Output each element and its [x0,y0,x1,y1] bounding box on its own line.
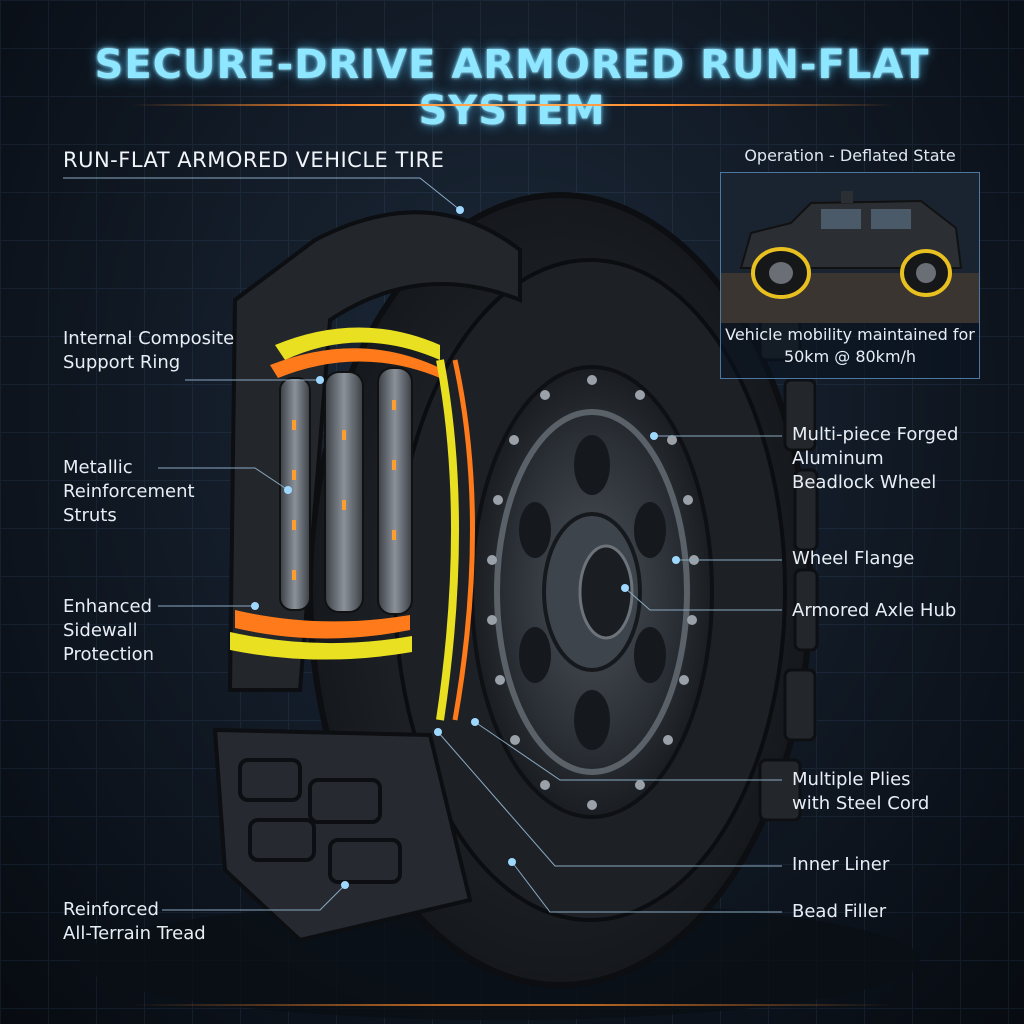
leader-lines [63,177,782,913]
deflated-state-panel [720,172,980,379]
tire-subtitle: RUN-FLAT ARMORED VEHICLE TIRE [63,148,445,172]
label-bead: Bead Filler [792,901,887,922]
label-wheel: Multi-piece Forged Aluminum Beadlock Whe… [792,424,959,493]
label-plies: Multiple Plies with Steel Cord [792,769,930,814]
label-flange: Wheel Flange [792,548,915,569]
support-ring-orange-top [270,348,440,378]
label-tread: Reinforced All-Terrain Tread [63,899,206,944]
lower-tread [212,727,473,943]
panel-caption: Vehicle mobility maintained for 50km @ 8… [725,325,975,366]
label-support-ring: Internal Composite Support Ring [63,328,235,373]
panel-title: Operation - Deflated State [744,146,956,165]
page-title: SECURE-DRIVE ARMORED RUN-FLAT SYSTEM [94,42,930,134]
ply-orange [452,359,475,721]
support-ring-orange-bottom [235,610,410,639]
strut-markers [292,400,396,580]
wheel-spokes [519,435,666,750]
leader-dots [251,206,680,889]
axle-hub-bore [578,544,634,640]
label-hub: Armored Axle Hub [792,600,957,621]
support-ring-yellow-top [275,327,440,360]
bottom-divider [130,1004,894,1006]
title-divider [130,104,894,106]
ply-yellow [436,359,459,721]
label-liner: Inner Liner [792,854,890,875]
support-ring-yellow-bottom [230,632,412,660]
beadlock-bolts [487,375,699,810]
wheel-flange-ring [494,409,690,775]
label-sidewall: Enhanced Sidewall Protection [63,596,155,665]
reinforcement-struts [279,367,413,615]
armored-vehicle-image [721,173,979,323]
label-struts: Metallic Reinforcement Struts [63,457,195,526]
